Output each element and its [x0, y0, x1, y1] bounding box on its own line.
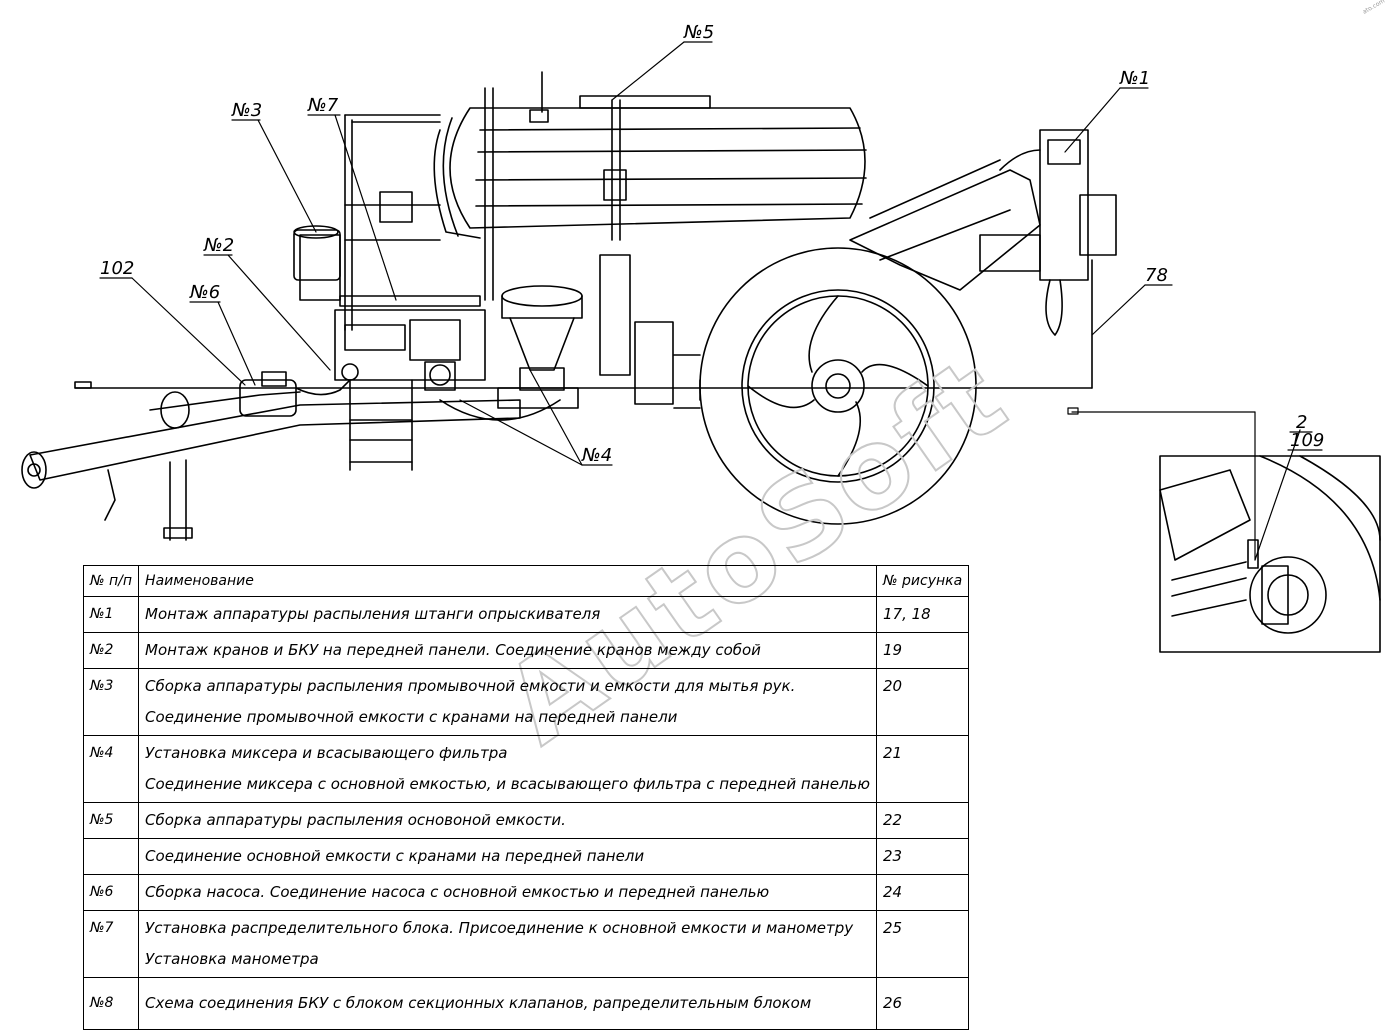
- row-num: №2: [82, 632, 140, 669]
- row-line: Соединение промывочной емкости с кранами…: [145, 708, 678, 726]
- detail-view: [1159, 455, 1381, 653]
- table-row: №7 Установка распределительного блока. П…: [82, 910, 970, 978]
- row-name: Сборка насоса. Соединение насоса с основ…: [138, 874, 878, 911]
- callout-n3: №3: [231, 100, 262, 121]
- leader-lines: [99, 41, 1323, 561]
- callout-n6: №6: [189, 282, 220, 303]
- table-row: Соединение основной емкости с кранами на…: [82, 838, 970, 875]
- row-num: №5: [82, 802, 140, 839]
- row-line: Установка распределительного блока. Прис…: [145, 919, 854, 937]
- row-name: Монтаж кранов и БКУ на передней панели. …: [138, 632, 878, 669]
- row-line: Монтаж кранов и БКУ на передней панели. …: [145, 641, 761, 659]
- corner-mark: ato.com: [1362, 0, 1387, 16]
- table-row: №2 Монтаж кранов и БКУ на передней панел…: [82, 632, 970, 669]
- callout-labels: №5 №1 №3 №7 №2 №6 №4 102 78 2 109: [100, 22, 1324, 466]
- table-header-row: № п/п Наименование № рисунка: [82, 565, 970, 597]
- row-line: Соединение основной емкости с кранами на…: [145, 847, 645, 865]
- row-line: Монтаж аппаратуры распыления штанги опры…: [145, 605, 601, 623]
- table-row: №1 Монтаж аппаратуры распыления штанги о…: [82, 596, 970, 633]
- parts-table: № п/п Наименование № рисунка №1 Монтаж а…: [82, 565, 970, 1030]
- row-figure: 22: [876, 802, 970, 839]
- row-name: Сборка аппаратуры распыления промывочной…: [138, 668, 878, 736]
- row-line: Сборка аппаратуры распыления основоной е…: [145, 811, 566, 829]
- callout-n1: №1: [1119, 68, 1150, 89]
- row-figure: 25: [876, 910, 970, 978]
- table-row: №4 Установка миксера и всасывающего филь…: [82, 735, 970, 803]
- row-line: Соединение миксера с основной емкостью, …: [145, 775, 871, 793]
- front-panel: [334, 309, 486, 471]
- row-num: №4: [82, 735, 140, 803]
- header-name: Наименование: [138, 565, 878, 597]
- rear-frame: [293, 87, 494, 331]
- drawbar: [21, 371, 561, 541]
- row-figure: 24: [876, 874, 970, 911]
- header-figure: № рисунка: [876, 565, 970, 597]
- row-name: Сборка аппаратуры распыления основоной е…: [138, 802, 878, 839]
- row-name: Монтаж аппаратуры распыления штанги опры…: [138, 596, 878, 633]
- row-line: Установка манометра: [145, 950, 319, 968]
- row-figure: 23: [876, 838, 970, 875]
- row-figure: 21: [876, 735, 970, 803]
- callout-n7: №7: [307, 95, 339, 116]
- row-line: Сборка аппаратуры распыления промывочной…: [145, 677, 796, 695]
- row-line: Установка миксера и всасывающего фильтра: [145, 744, 508, 762]
- callout-n4: №4: [581, 445, 612, 466]
- main-tank: [433, 71, 867, 241]
- row-name: Соединение основной емкости с кранами на…: [138, 838, 878, 875]
- rear-boom: [849, 129, 1117, 336]
- row-num: №1: [82, 596, 140, 633]
- header-num: № п/п: [82, 565, 140, 597]
- row-line: Сборка насоса. Соединение насоса с основ…: [145, 883, 770, 901]
- row-num: [82, 838, 140, 875]
- callout-102: 102: [100, 258, 134, 279]
- row-num: №6: [82, 874, 140, 911]
- table-row: №6 Сборка насоса. Соединение насоса с ос…: [82, 874, 970, 911]
- callout-2: 2: [1296, 412, 1307, 433]
- table-row: №3 Сборка аппаратуры распыления промывоч…: [82, 668, 970, 736]
- mixer: [497, 254, 674, 409]
- callout-n5: №5: [683, 22, 714, 43]
- row-name: Установка миксера и всасывающего фильтра…: [138, 735, 878, 803]
- row-figure: 19: [876, 632, 970, 669]
- row-num: №7: [82, 910, 140, 978]
- callout-109: 109: [1290, 430, 1324, 451]
- row-figure: 20: [876, 668, 970, 736]
- wheel: [673, 247, 977, 525]
- table-row: №5 Сборка аппаратуры распыления основоно…: [82, 802, 970, 839]
- callout-n2: №2: [203, 235, 234, 256]
- row-figure: 17, 18: [876, 596, 970, 633]
- row-num: №3: [82, 668, 140, 736]
- row-name: Установка распределительного блока. Прис…: [138, 910, 878, 978]
- callout-78: 78: [1145, 265, 1168, 286]
